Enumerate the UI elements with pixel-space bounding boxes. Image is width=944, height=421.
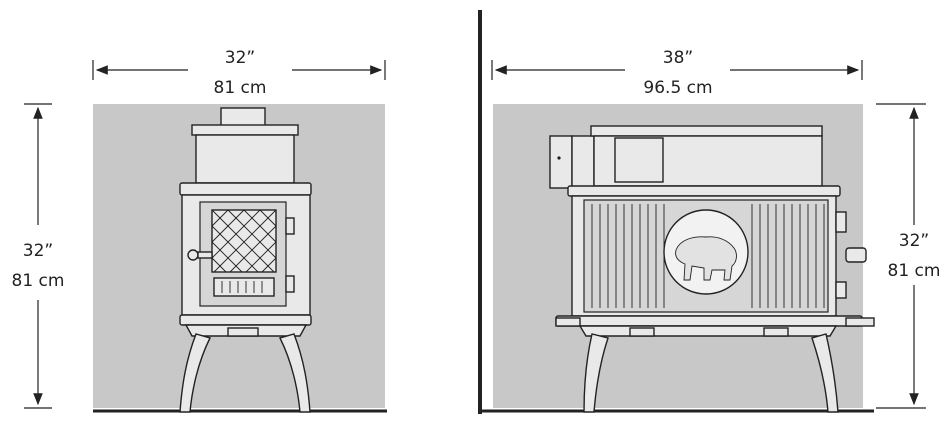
front-height-centimeters: 81 cm [12, 271, 65, 291]
side-view: 38” 96.5 cm 32” 81 cm [478, 10, 940, 414]
front-width-inches: 32” [225, 48, 255, 68]
side-stove-drawing [549, 125, 875, 413]
front-stove-drawing [179, 107, 312, 413]
side-width-dimension: 38” 96.5 cm [491, 48, 863, 98]
polar-bear-icon [675, 236, 737, 281]
front-height-dimension: 32” 81 cm [12, 103, 65, 409]
front-width-dimension: 32” 81 cm [92, 48, 386, 98]
side-height-centimeters: 81 cm [888, 261, 941, 281]
side-height-dimension: 32” 81 cm [876, 103, 941, 409]
side-width-centimeters: 96.5 cm [643, 78, 712, 98]
side-height-inches: 32” [899, 231, 929, 251]
front-view: 32” 81 cm 32” 81 cm [12, 48, 387, 413]
side-width-inches: 38” [663, 48, 693, 68]
front-height-inches: 32” [23, 241, 53, 261]
front-width-centimeters: 81 cm [214, 78, 267, 98]
